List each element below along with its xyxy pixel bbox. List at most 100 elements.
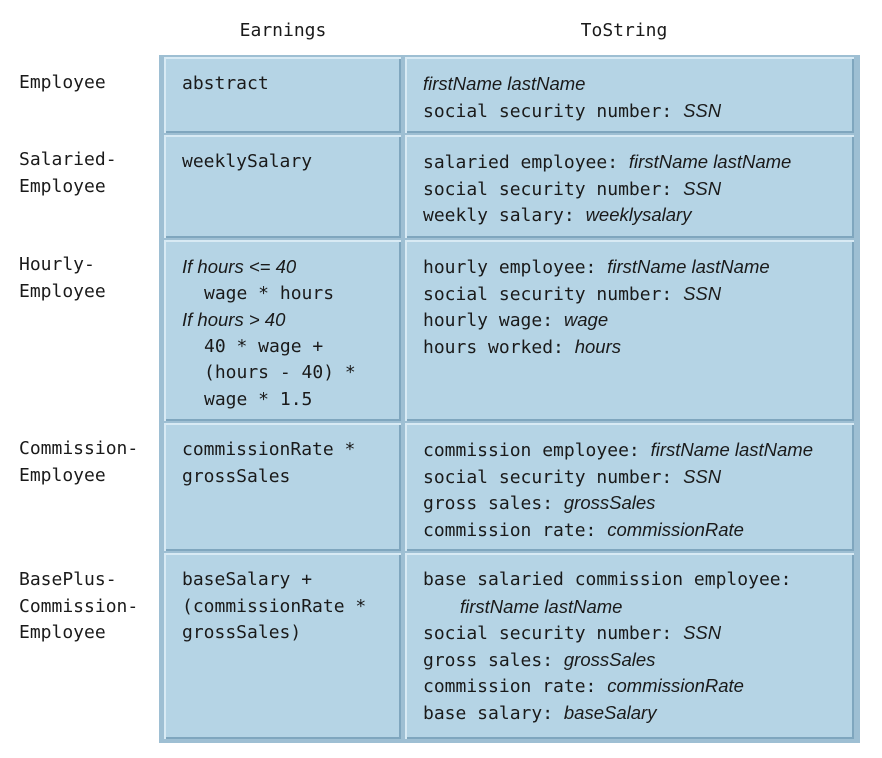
tostring-cell: base salaried commission employee: firstN…	[405, 553, 854, 739]
earnings-text: commissionRate * grossSales	[182, 437, 355, 490]
formula-text: wage * 1.5	[204, 388, 313, 410]
condition-text: If hours > 40	[182, 309, 286, 330]
row-label: Salaried- Employee	[19, 147, 117, 200]
formula-text: weeklySalary	[182, 151, 313, 172]
tostring-line: social security number: SSN	[423, 620, 791, 647]
tostring-line: social security number: SSN	[423, 281, 770, 308]
row-label-line: Employee	[19, 464, 106, 486]
earnings-line: baseSalary +	[182, 567, 366, 594]
row-label-line: Salaried-	[19, 149, 117, 170]
row-label-line: BasePlus-	[19, 569, 117, 590]
earnings-line: 40 * wage +	[182, 334, 356, 361]
literal-text: gross sales:	[423, 493, 564, 514]
literal-text: social security number:	[423, 178, 684, 200]
earnings-cell: baseSalary + (commissionRate * grossSales)	[164, 553, 401, 739]
row-label-line: Employee	[19, 175, 106, 197]
earnings-text: abstract	[182, 71, 269, 98]
placeholder-text: weeklysalary	[585, 204, 692, 225]
row-label: Hourly- Employee	[19, 252, 106, 305]
tostring-line: social security number: SSN	[423, 176, 791, 203]
earnings-text: weeklySalary	[182, 149, 312, 176]
placeholder-text: firstName lastName	[650, 439, 814, 460]
placeholder-text: firstName lastName	[607, 256, 770, 277]
placeholder-text: grossSales	[563, 648, 656, 670]
placeholder-text: wage	[563, 309, 609, 330]
earnings-line: grossSales)	[182, 620, 366, 647]
tostring-text: hourly employee: firstName lastName socia…	[423, 254, 770, 360]
tostring-line: hourly wage: wage	[423, 307, 770, 334]
placeholder-text: grossSales	[563, 492, 656, 513]
tostring-line: weekly salary: weeklysalary	[423, 202, 791, 229]
formula-text: baseSalary +	[182, 569, 313, 590]
formula-text: (hours - 40) *	[204, 362, 356, 383]
tostring-line: base salaried commission employee:	[423, 567, 791, 594]
earnings-line: abstract	[182, 71, 269, 98]
placeholder-text: firstName lastName	[628, 151, 792, 172]
placeholder-text: SSN	[683, 99, 722, 121]
row-label-line: Employee	[19, 72, 106, 93]
formula-text: grossSales	[182, 465, 291, 487]
earnings-line: commissionRate *	[182, 437, 355, 464]
row-label: Commission- Employee	[19, 436, 138, 489]
earnings-line: weeklySalary	[182, 149, 312, 176]
formula-text: wage * hours	[204, 282, 335, 304]
row-label-line: Commission-	[19, 438, 139, 459]
placeholder-text: SSN	[683, 622, 722, 643]
formula-text: grossSales)	[182, 622, 302, 643]
earnings-line: If hours > 40	[182, 307, 356, 334]
condition-text: If hours <= 40	[182, 256, 297, 277]
tostring-line: social security number: SSN	[423, 98, 721, 125]
earnings-text: baseSalary + (commissionRate * grossSales)	[182, 567, 366, 647]
row-label: BasePlus- Commission- Employee	[19, 567, 138, 647]
placeholder-text: firstName lastName	[460, 595, 623, 617]
earnings-line: grossSales	[182, 464, 355, 491]
tostring-line: commission employee: firstName lastName	[423, 437, 813, 464]
earnings-header: Earnings	[239, 20, 327, 41]
formula-text: (commissionRate *	[182, 595, 367, 617]
tostring-line: commission rate: commissionRate	[423, 517, 813, 544]
earnings-line: (commissionRate *	[182, 594, 366, 621]
row-label-line: Employee	[19, 280, 106, 302]
earnings-cell: If hours <= 40 wage * hours If hours > 40 4…	[164, 240, 401, 421]
placeholder-text: firstName lastName	[423, 73, 586, 94]
tostring-line: commission rate: commissionRate	[423, 673, 791, 700]
tostring-cell: hourly employee: firstName lastName socia…	[405, 240, 854, 421]
tostring-line: firstName lastName	[423, 594, 791, 621]
tostring-header: ToString	[580, 20, 668, 41]
literal-text: base salaried commission employee:	[423, 569, 792, 590]
placeholder-text: commissionRate	[607, 675, 744, 696]
literal-text: base salary:	[423, 702, 564, 724]
row-label-line: Hourly-	[19, 254, 95, 275]
literal-text: commission employee:	[423, 440, 651, 461]
literal-text: social security number:	[423, 100, 684, 122]
row-label-line: Employee	[19, 622, 106, 643]
formula-text: commissionRate *	[182, 439, 356, 460]
placeholder-text: SSN	[683, 282, 722, 304]
tostring-line: gross sales: grossSales	[423, 490, 813, 517]
literal-text: commission rate:	[423, 676, 608, 697]
placeholder-text: SSN	[683, 177, 722, 199]
literal-text: hourly wage:	[423, 310, 564, 331]
formula-text: 40 * wage +	[204, 335, 324, 357]
tostring-line: social security number: SSN	[423, 464, 813, 491]
literal-text: social security number:	[423, 623, 684, 644]
earnings-cell: weeklySalary	[164, 135, 401, 238]
literal-text: gross sales:	[423, 649, 564, 671]
placeholder-text: hours	[574, 335, 621, 357]
polymorphism-table: abstract firstName lastName social securit…	[159, 55, 860, 743]
placeholder-text: SSN	[683, 465, 722, 487]
tostring-line: gross sales: grossSales	[423, 647, 791, 674]
earnings-line: If hours <= 40	[182, 254, 356, 281]
earnings-text: If hours <= 40 wage * hours If hours > 40 4…	[182, 254, 356, 413]
earnings-cell: commissionRate * grossSales	[164, 423, 401, 551]
tostring-line: salaried employee: firstName lastName	[423, 149, 791, 176]
tostring-line: base salary: baseSalary	[423, 700, 791, 727]
literal-text: social security number:	[423, 283, 684, 305]
placeholder-text: baseSalary	[563, 701, 657, 723]
row-label-line: Commission-	[19, 595, 139, 617]
literal-text: hourly employee:	[423, 257, 608, 278]
